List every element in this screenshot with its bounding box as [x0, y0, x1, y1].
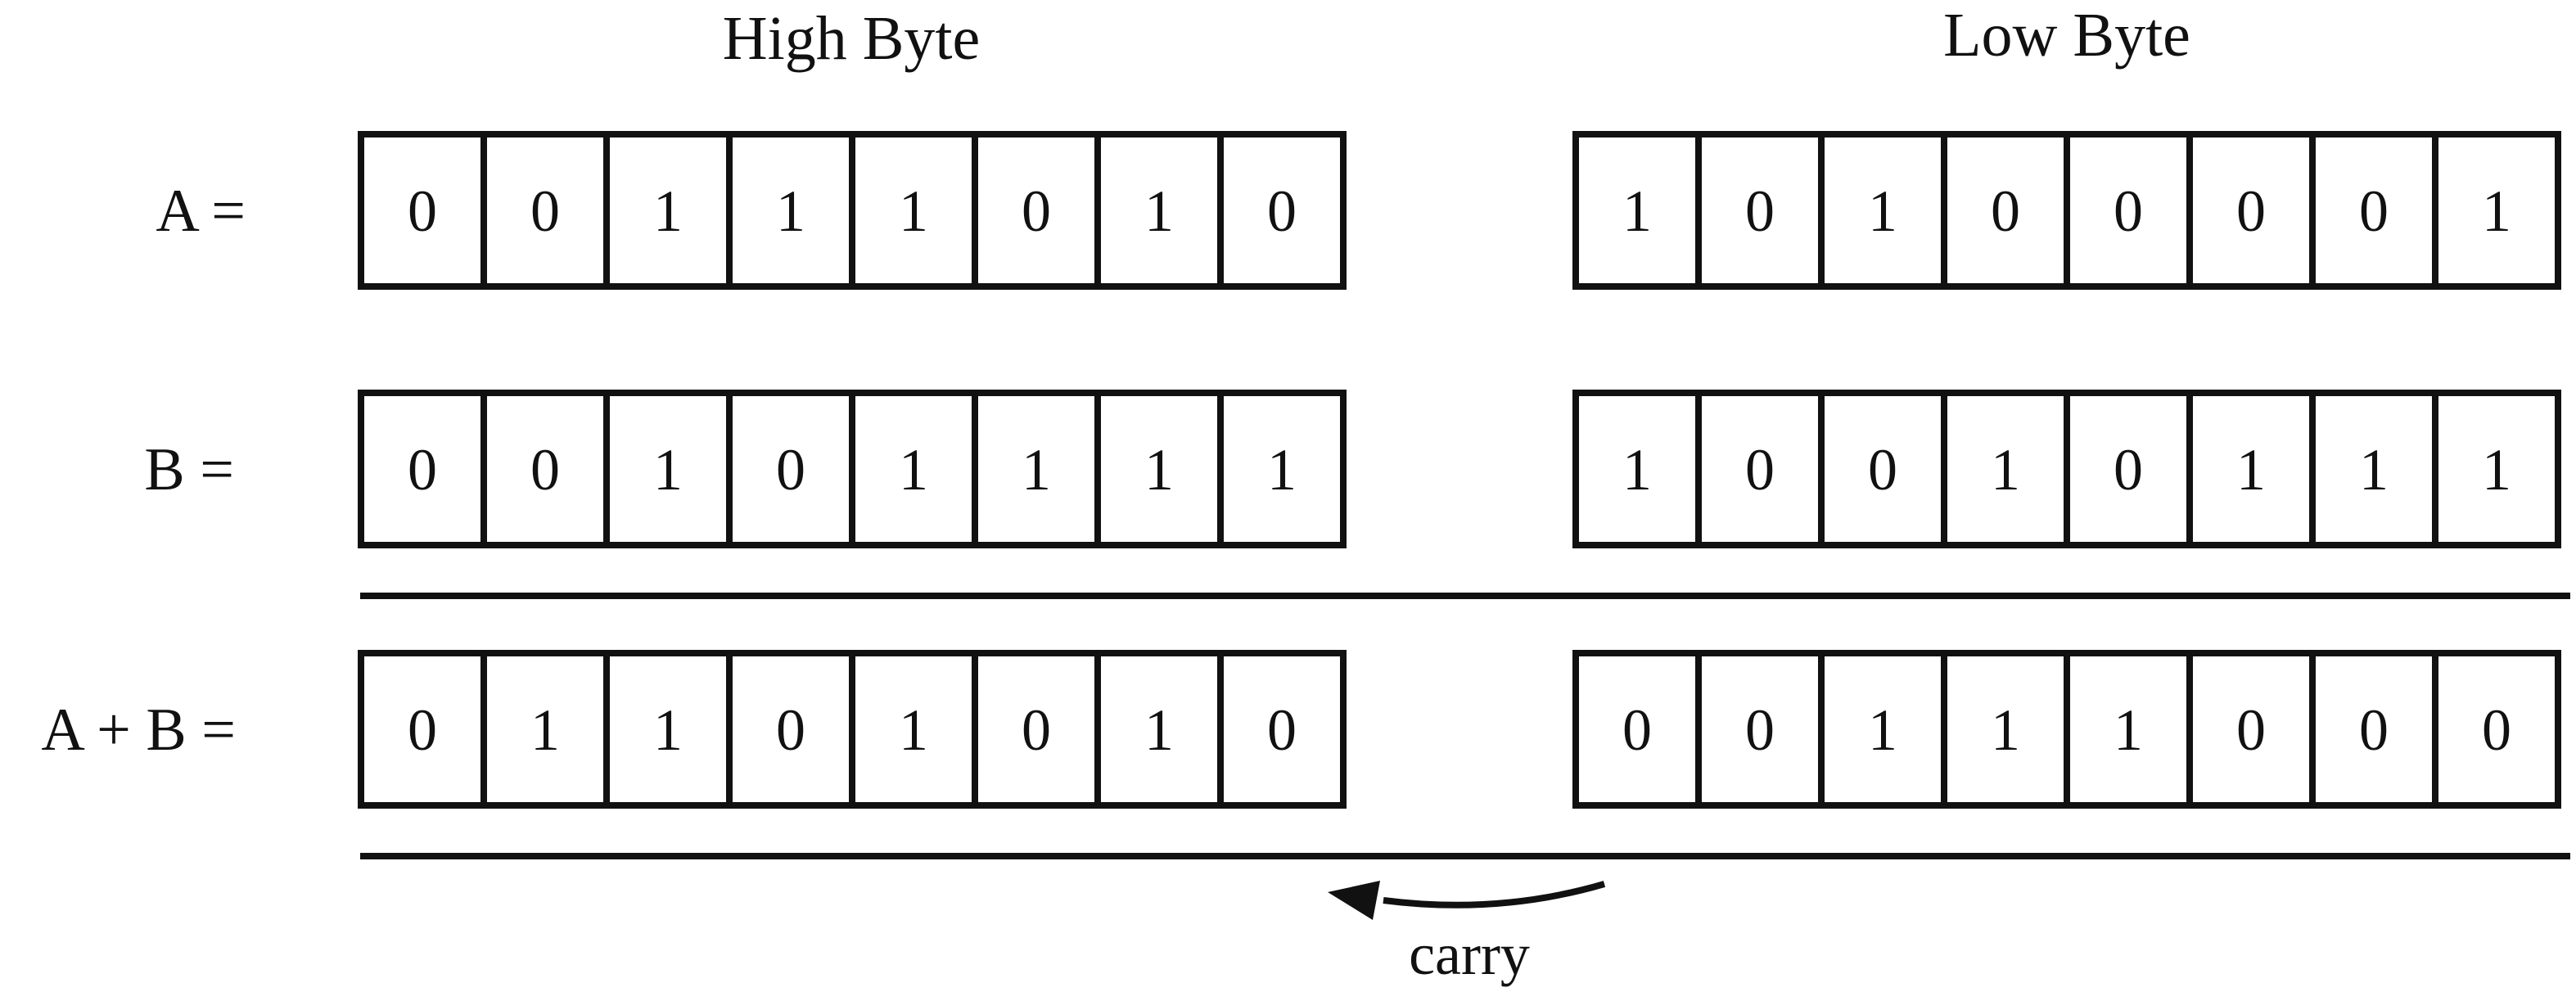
bit-value: 1	[776, 178, 805, 244]
bit-value: 0	[1022, 697, 1051, 763]
high-byte-register: 0 1 1 0 1 0 1 0	[358, 650, 1347, 809]
bit-value: 1	[1267, 437, 1297, 503]
bit-value: 1	[2482, 437, 2511, 503]
bit-value: 0	[776, 697, 805, 763]
bit-value: 0	[1622, 697, 1652, 763]
bit-value: 0	[1267, 697, 1297, 763]
bit-cell	[1217, 390, 1347, 548]
bit-value: 1	[899, 178, 928, 244]
bit-value: 0	[408, 697, 437, 763]
bit-value: 0	[1868, 437, 1897, 503]
bit-value: 1	[2359, 437, 2389, 503]
bit-value: 0	[2236, 697, 2266, 763]
bit-value: 0	[1745, 437, 1775, 503]
carry-arrow-curve	[1383, 881, 1606, 909]
bit-value: 1	[2482, 178, 2511, 244]
bit-value: 1	[1144, 697, 1174, 763]
bit-value: 1	[1868, 697, 1897, 763]
bit-cell	[1217, 131, 1347, 290]
bit-value: 0	[2236, 178, 2266, 244]
low-byte-heading: Low Byte	[1943, 1, 2190, 70]
low-byte-register: 1 0 1 0 0 0 0 1	[1572, 131, 2561, 290]
bit-value: 1	[1022, 437, 1051, 503]
high-byte-register: 0 0 1 0 1 1 1 1	[358, 390, 1347, 548]
separator-rules	[360, 593, 2570, 859]
bit-value: 0	[2114, 437, 2143, 503]
byte-row: A + B = 0 1 1 0 1 0 1 0 0 0 1 1 1 0 0 0	[41, 650, 2561, 809]
bit-value: 0	[530, 437, 560, 503]
bit-value: 1	[1622, 437, 1652, 503]
bit-value: 0	[1745, 697, 1775, 763]
bit-value: 0	[1267, 178, 1297, 244]
bit-value: 1	[1144, 437, 1174, 503]
carry-arrowhead	[1328, 881, 1380, 920]
bit-cell	[2432, 131, 2561, 290]
row-label: A =	[156, 178, 246, 245]
headings: High Byte Low Byte	[723, 1, 2190, 73]
bit-value: 0	[2114, 178, 2143, 244]
byte-row: B = 0 0 1 0 1 1 1 1 1 0 0 1 0 1 1 1	[144, 390, 2561, 548]
bit-value: 1	[2114, 697, 2143, 763]
carry-label: carry	[1409, 922, 1530, 987]
low-byte-register: 0 0 1 1 1 0 0 0	[1572, 650, 2561, 809]
bit-value: 0	[2359, 178, 2389, 244]
bit-value: 1	[1991, 697, 2020, 763]
bit-value: 1	[653, 697, 683, 763]
bit-value: 1	[899, 697, 928, 763]
bit-cell	[2432, 390, 2561, 548]
row-label: B =	[144, 436, 234, 503]
high-byte-heading: High Byte	[723, 4, 981, 73]
bit-value: 0	[408, 437, 437, 503]
bit-value: 1	[1868, 178, 1897, 244]
bit-value: 1	[1991, 437, 2020, 503]
bit-cell	[1217, 650, 1347, 809]
byte-row: A = 0 0 1 1 1 0 1 0 1 0 1 0 0 0 0 1	[156, 131, 2561, 290]
bit-value: 0	[1022, 178, 1051, 244]
carry-indicator: carry	[1328, 881, 1606, 987]
bit-value: 1	[899, 437, 928, 503]
bit-value: 0	[530, 178, 560, 244]
bit-value: 0	[1745, 178, 1775, 244]
bit-value: 0	[2359, 697, 2389, 763]
bit-value: 0	[776, 437, 805, 503]
bit-value: 1	[1144, 178, 1174, 244]
low-byte-register: 1 0 0 1 0 1 1 1	[1572, 390, 2561, 548]
bit-value: 1	[2236, 437, 2266, 503]
bit-value: 1	[530, 697, 560, 763]
bit-value: 0	[408, 178, 437, 244]
high-byte-register: 0 0 1 1 1 0 1 0	[358, 131, 1347, 290]
row-label: A + B =	[41, 697, 236, 764]
bit-value: 1	[653, 437, 683, 503]
bit-cell	[2432, 650, 2561, 809]
bit-value: 1	[1622, 178, 1652, 244]
bit-value: 0	[1991, 178, 2020, 244]
bit-value: 0	[2482, 697, 2511, 763]
bit-value: 1	[653, 178, 683, 244]
